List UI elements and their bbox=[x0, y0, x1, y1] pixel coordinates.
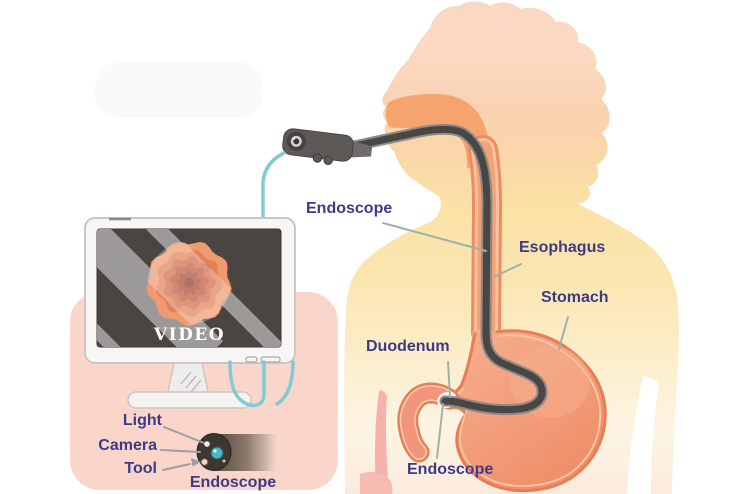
endoscope-tube bbox=[344, 123, 548, 416]
label-stomach: Stomach bbox=[541, 289, 609, 306]
duodenum-shape bbox=[397, 382, 460, 463]
cable-loop bbox=[228, 360, 295, 408]
label-endoscope-lower: Endoscope bbox=[407, 461, 494, 478]
label-esophagus: Esophagus bbox=[519, 239, 606, 256]
tip-camera-lens bbox=[210, 446, 224, 460]
pointer-line-esophagus bbox=[493, 263, 522, 278]
oral-cavity bbox=[385, 93, 490, 168]
label-tip-camera: Camera bbox=[98, 437, 157, 454]
pointer-line-tool bbox=[162, 463, 191, 471]
pointer-line-endoscope-upper bbox=[382, 222, 487, 252]
monitor bbox=[84, 217, 296, 409]
watermark-blob bbox=[95, 62, 263, 118]
pointer-line-duodenum bbox=[447, 361, 451, 398]
endoscope-tip bbox=[196, 433, 278, 471]
video-screen-label: VIDEO bbox=[153, 325, 226, 345]
endoscopy-view bbox=[146, 241, 232, 327]
endoscope-cable bbox=[261, 151, 286, 220]
monitor-vents bbox=[245, 356, 281, 363]
arm-gap bbox=[627, 376, 659, 494]
label-duodenum: Duodenum bbox=[366, 338, 450, 355]
monitor-base bbox=[127, 391, 252, 409]
pointer-line-camera bbox=[160, 449, 201, 453]
endoscopy-view-ring bbox=[184, 278, 194, 288]
label-tip-caption: Endoscope bbox=[189, 474, 277, 491]
lens-glint bbox=[213, 449, 217, 453]
label-tip-tool: Tool bbox=[124, 460, 157, 477]
endoscope-handle bbox=[282, 128, 373, 166]
tip-speck bbox=[222, 459, 226, 463]
tip-light-dot bbox=[204, 441, 210, 447]
label-tip-light: Light bbox=[122, 412, 162, 429]
pointer-line-light bbox=[163, 426, 205, 444]
handle-button bbox=[323, 155, 333, 166]
label-endoscope-upper: Endoscope bbox=[306, 200, 393, 217]
tool-arrowhead bbox=[191, 458, 201, 467]
decorative-pink-strip bbox=[375, 390, 389, 494]
screen-reflection-band bbox=[147, 241, 231, 325]
tip-tool-channel bbox=[200, 458, 209, 466]
pointer-line-endoscope-lower bbox=[436, 403, 444, 459]
decorative-pink-corner bbox=[360, 472, 393, 494]
pointer-line-stomach bbox=[558, 316, 569, 350]
monitor-stand bbox=[166, 362, 210, 397]
control-knob bbox=[286, 131, 306, 151]
stand-hatching bbox=[180, 371, 202, 393]
handle-button bbox=[312, 153, 323, 163]
